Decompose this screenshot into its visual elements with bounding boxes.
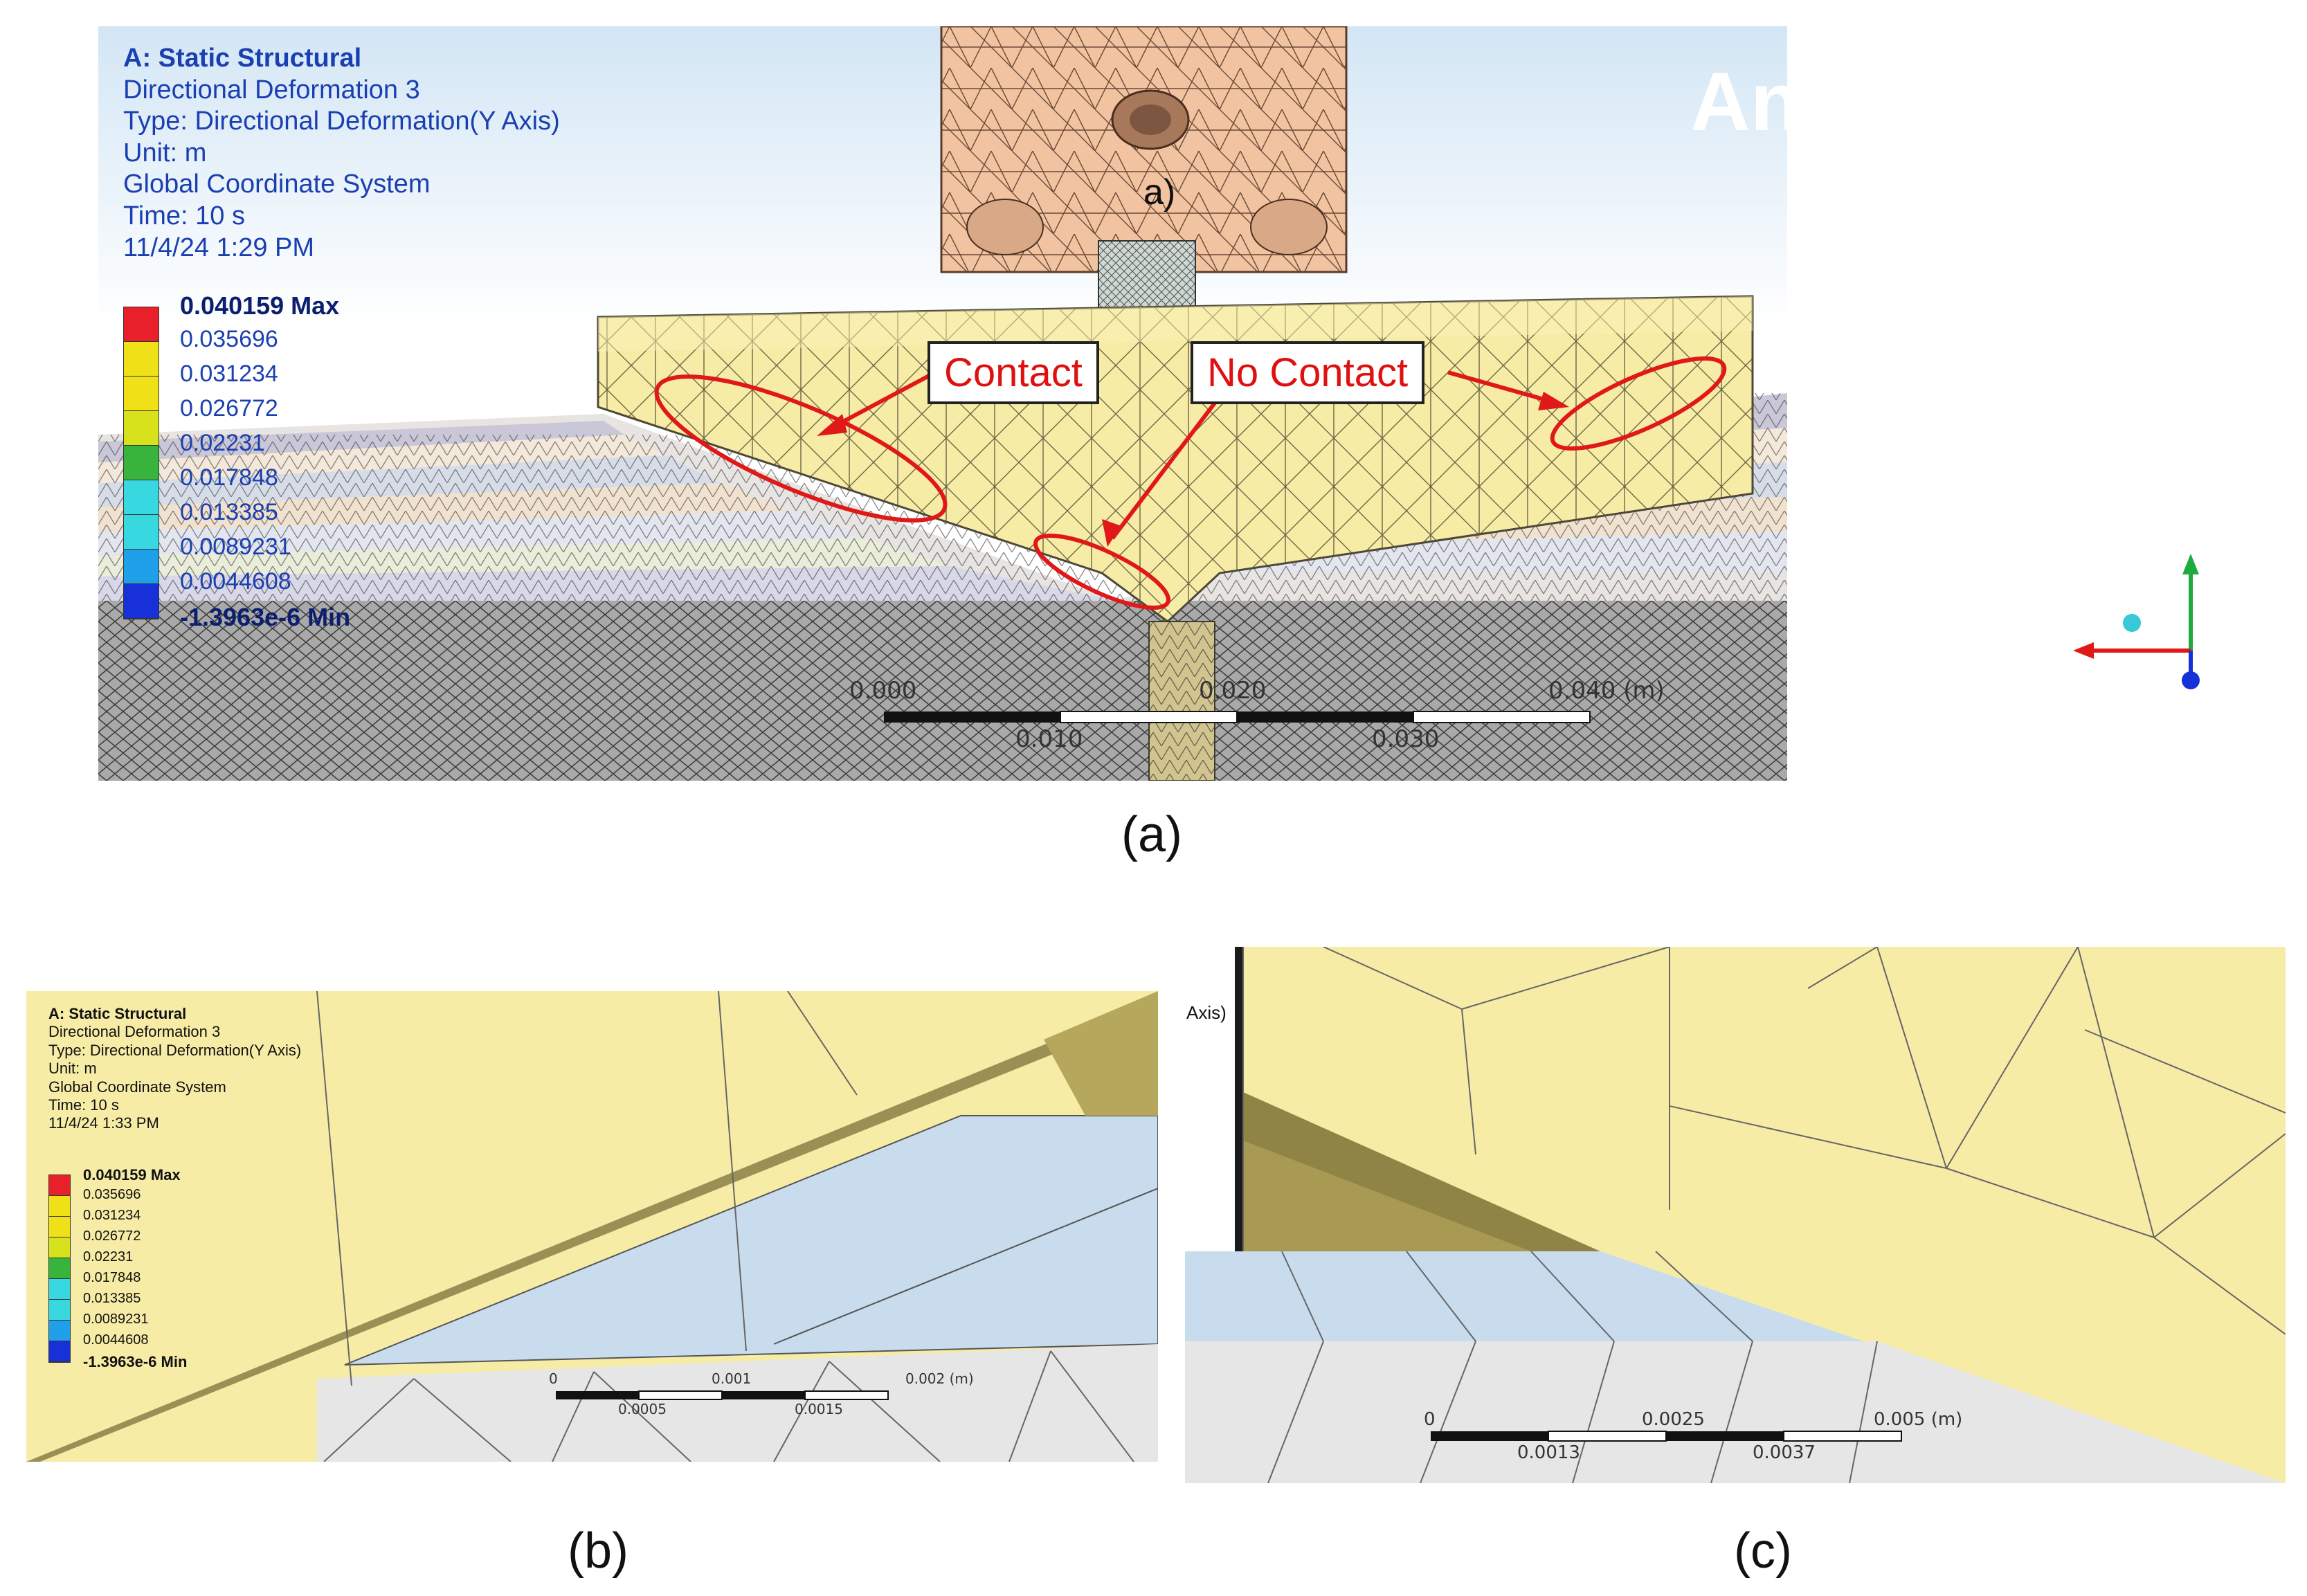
legend-swatch [124, 550, 159, 584]
scale-tick-label: 0.0025 [1642, 1409, 1705, 1430]
scale-tick-label: 0.020 [1199, 677, 1267, 705]
panel-b-viewport[interactable]: A: Static Structural Directional Deforma… [26, 991, 1158, 1462]
color-legend-a: 0.040159 Max 0.035696 0.031234 0.026772 … [123, 291, 386, 632]
legend-value-label: 0.013385 [83, 1291, 141, 1306]
legend-min-label: -1.3963e-6 Min [180, 603, 351, 631]
legend-value-label: 0.026772 [83, 1228, 141, 1244]
scale-tick-label: 0.0005 [618, 1401, 667, 1417]
info-block-a: A: Static Structural Directional Deforma… [123, 43, 560, 264]
coordinate-system: Global Coordinate System [48, 1078, 226, 1096]
analysis-title: A: Static Structural [123, 44, 362, 73]
legend-value-label: 0.02231 [83, 1249, 134, 1264]
scale-tick-label: 0.001 [712, 1370, 752, 1387]
result-unit: Unit: m [123, 138, 207, 167]
coordinate-triad-icon [2073, 554, 2200, 689]
scale-bar-a [884, 711, 1591, 723]
clipped-axis-text: Axis) [1186, 1002, 1227, 1023]
legend-value-label: 0.035696 [83, 1187, 141, 1202]
panel-a-model-scene [98, 26, 1787, 781]
legend-max-label: 0.040159 Max [83, 1166, 181, 1184]
caption-a: (a) [1121, 807, 1182, 862]
legend-swatch [124, 515, 159, 550]
legend-swatch [124, 584, 159, 619]
caption-c: (c) [1734, 1523, 1792, 1579]
legend-value-label: 0.031234 [180, 361, 278, 387]
legend-swatch [124, 377, 159, 411]
analysis-title: A: Static Structural [48, 1005, 187, 1022]
result-type: Type: Directional Deformation(Y Axis) [123, 107, 560, 136]
no-contact-callout: No Contact [1191, 341, 1425, 404]
legend-value-label: 0.031234 [83, 1208, 141, 1223]
contact-callout: Contact [928, 341, 1099, 404]
scale-tick-label: 0 [1424, 1409, 1436, 1430]
legend-color-bar [48, 1175, 71, 1363]
legend-swatch [49, 1341, 70, 1362]
scale-tick-label: 0.000 [849, 677, 917, 705]
scale-tick-label: 0.030 [1372, 725, 1440, 753]
legend-swatch [49, 1279, 70, 1300]
legend-value-label: 0.017848 [180, 464, 278, 491]
legend-min-label: -1.3963e-6 Min [83, 1353, 188, 1370]
scale-tick-label: 0.005 (m) [1874, 1409, 1963, 1430]
legend-value-label: 0.0089231 [83, 1312, 149, 1327]
legend-swatch [49, 1217, 70, 1237]
ansys-logo-text: An [1690, 55, 1787, 148]
result-timestamp: 11/4/24 1:29 PM [123, 233, 315, 262]
legend-value-label: 0.0044608 [180, 568, 291, 595]
panel-b-model-scene [26, 991, 1158, 1462]
no-contact-right-ellipse [1550, 356, 1727, 451]
legend-value-label: 0.0089231 [180, 534, 291, 560]
inner-view-label: a) [1143, 172, 1176, 212]
result-timestamp: 11/4/24 1:33 PM [48, 1114, 159, 1132]
scale-tick-label: 0.010 [1015, 725, 1083, 753]
legend-value-label: 0.017848 [83, 1270, 141, 1285]
caption-b: (b) [568, 1523, 628, 1579]
base-plate-mesh [98, 601, 1787, 781]
legend-value-label: 0.035696 [180, 326, 278, 352]
panel-a-viewport[interactable]: A: Static Structural Directional Deforma… [98, 26, 1787, 781]
panel-c-viewport[interactable]: Axis) 0 0.0013 0.0025 0.0037 0.005 (m) [1185, 947, 2286, 1483]
scale-tick-label: 0.0013 [1517, 1442, 1580, 1463]
scale-bar-c [1431, 1431, 1902, 1442]
contact-region-ellipse [654, 374, 948, 523]
scale-tick-label: 0.0015 [795, 1401, 843, 1417]
scale-tick-label: 0 [549, 1370, 558, 1387]
legend-value-label: 0.013385 [180, 499, 278, 525]
scale-tick-label: 0.0037 [1753, 1442, 1816, 1463]
legend-swatch [124, 480, 159, 515]
legend-swatch [49, 1300, 70, 1321]
legend-swatch [49, 1237, 70, 1258]
result-time: Time: 10 s [48, 1096, 119, 1114]
scale-tick-label: 0.002 (m) [905, 1370, 974, 1387]
result-unit: Unit: m [48, 1060, 97, 1078]
result-name: Directional Deformation 3 [48, 1023, 221, 1041]
legend-value-label: 0.026772 [180, 395, 278, 421]
arrowheads [817, 392, 1569, 547]
legend-value-label: 0.02231 [180, 430, 265, 456]
result-type: Type: Directional Deformation(Y Axis) [48, 1041, 302, 1059]
color-legend-b: 0.040159 Max 0.035696 0.031234 0.026772 … [48, 1166, 228, 1375]
legend-swatch [49, 1321, 70, 1341]
legend-swatch [49, 1196, 70, 1217]
legend-value-label: 0.0044608 [83, 1332, 149, 1348]
info-block-b: A: Static Structural Directional Deforma… [48, 1005, 301, 1133]
result-name: Directional Deformation 3 [123, 75, 420, 105]
legend-max-label: 0.040159 Max [180, 291, 340, 320]
legend-swatch [124, 342, 159, 377]
no-contact-center-ellipse [1033, 533, 1171, 610]
fixture-neck [1098, 240, 1196, 318]
scale-tick-label: 0.040 (m) [1548, 677, 1665, 705]
panel-c-model-scene [1185, 947, 2286, 1483]
result-time: Time: 10 s [123, 201, 245, 230]
legend-swatch [124, 411, 159, 446]
coordinate-system: Global Coordinate System [123, 170, 431, 199]
substrate-layers-left [98, 414, 1116, 601]
scale-bar-b [556, 1390, 889, 1400]
legend-color-bar [123, 307, 159, 619]
legend-swatch [49, 1175, 70, 1196]
legend-swatch [124, 446, 159, 480]
upper-fixture-block [940, 26, 1348, 273]
legend-swatch [49, 1258, 70, 1279]
legend-swatch [124, 307, 159, 342]
